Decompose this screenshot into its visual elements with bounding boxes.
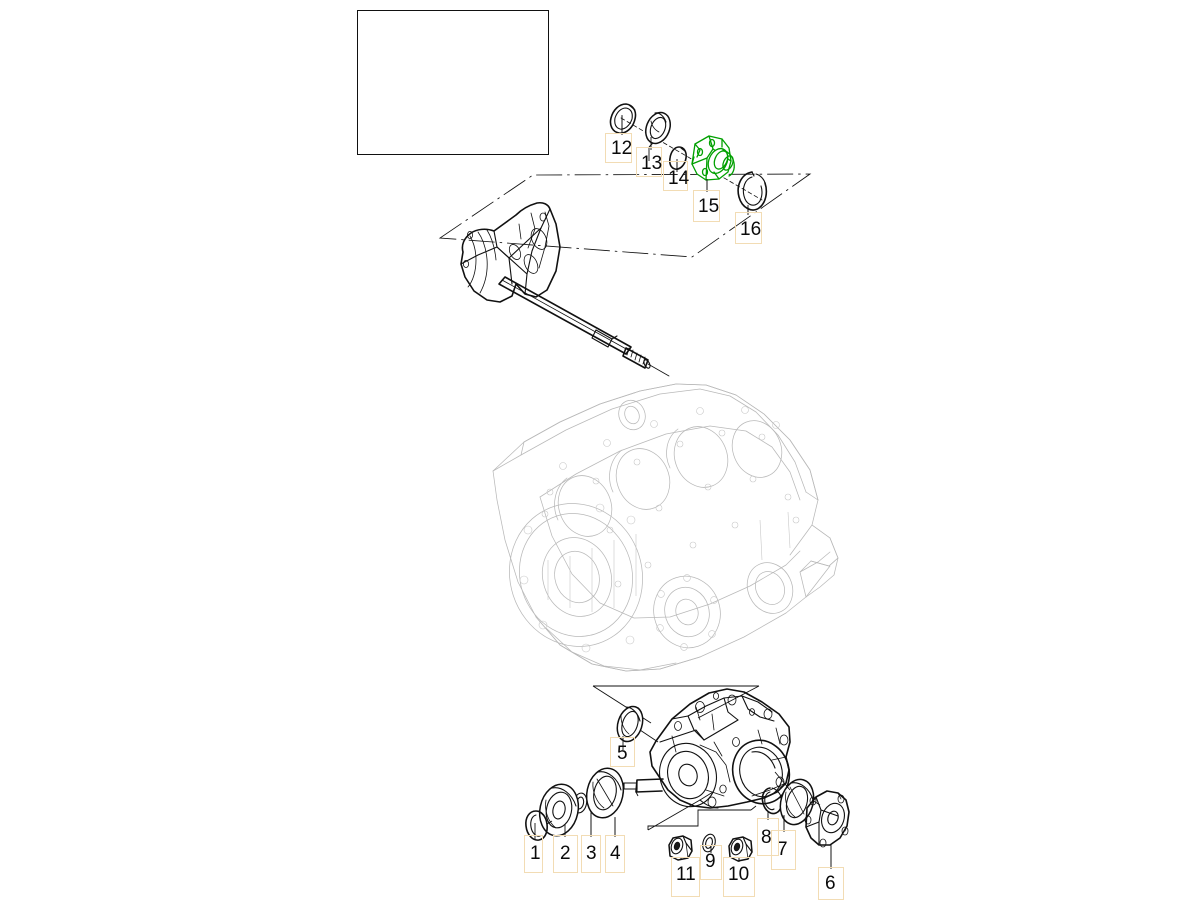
part-14-circlip [668,146,687,170]
callout-box-4[interactable] [605,835,625,873]
callout-number-7[interactable]: 7 [777,839,788,860]
part-7-shaft-seal-ring [779,778,815,826]
part-16-retaining-ring [737,171,768,211]
callout-number-13[interactable]: 13 [641,153,663,174]
callout-box-10[interactable] [723,857,755,897]
group-boundary-upper [438,173,812,258]
callout-number-8[interactable]: 8 [761,827,772,848]
callout-number-11[interactable]: 11 [676,864,696,885]
part-driveshaft-assembly [460,201,670,377]
part-12-snap-ring [609,103,637,134]
part-13-seal-ring [645,111,671,145]
part-11-filler-plug [668,835,693,861]
callout-number-3[interactable]: 3 [586,843,597,864]
callout-box-5[interactable] [610,737,635,767]
part-10-drain-plug [728,836,753,862]
part-15-output-flange [691,135,735,181]
part-9-sealing-ring [702,833,716,853]
callout-number-14[interactable]: 14 [668,168,690,189]
callout-number-15[interactable]: 15 [698,196,720,217]
callout-number-10[interactable]: 10 [728,864,750,885]
callout-stems [534,115,832,869]
callout-box-1[interactable] [524,835,543,873]
callout-number-12[interactable]: 12 [611,138,633,159]
part-6-flange-cover [804,790,850,848]
callout-box-16[interactable] [735,212,762,244]
callout-box-7[interactable] [771,830,796,870]
callout-box-11[interactable] [671,857,700,897]
callout-number-9[interactable]: 9 [705,851,716,872]
part-5-radial-shaft-seal [616,705,644,743]
callout-box-15[interactable] [693,190,720,222]
callout-box-13[interactable] [636,147,662,177]
callout-box-14[interactable] [663,161,688,191]
callout-number-1[interactable]: 1 [530,843,541,864]
callout-box-12[interactable] [605,133,632,163]
callout-number-2[interactable]: 2 [560,843,571,864]
callout-number-5[interactable]: 5 [617,743,628,764]
callout-box-2[interactable] [553,835,578,873]
vehicle-illustration-box [357,10,549,155]
part-2-seal-cap [538,783,580,837]
callout-number-16[interactable]: 16 [740,219,762,240]
callout-number-4[interactable]: 4 [610,843,621,864]
part-front-differential-housing [623,688,791,809]
callout-box-8[interactable] [757,818,779,856]
group-boundary-plugs [647,791,757,831]
callout-box-9[interactable] [700,845,722,880]
engine-block-reference [492,383,839,672]
callout-box-3[interactable] [581,835,601,873]
part-4-shaft-seal [585,767,625,819]
callout-number-6[interactable]: 6 [825,873,836,894]
